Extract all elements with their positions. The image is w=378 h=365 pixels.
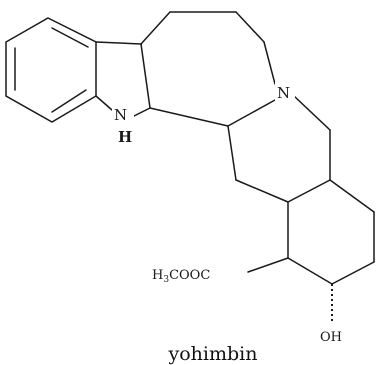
tertiary-nitrogen-label: N [277,84,290,102]
ring-e [287,179,375,285]
ring-d [227,95,331,203]
indole-nitrogen-label: N [114,106,127,124]
methyl-ester-label: H3COOC [152,268,210,285]
indole-hydrogen-label: H [118,128,132,146]
substituent-bonds [247,257,333,324]
ring-c [140,11,276,127]
pyrrole-ring [95,41,151,117]
atom-labels: N H N H3COOC OH [112,82,342,345]
hydroxyl-label: OH [320,330,342,345]
molecule-name-caption: yohimbin [168,343,258,365]
benzene-ring [5,17,97,123]
